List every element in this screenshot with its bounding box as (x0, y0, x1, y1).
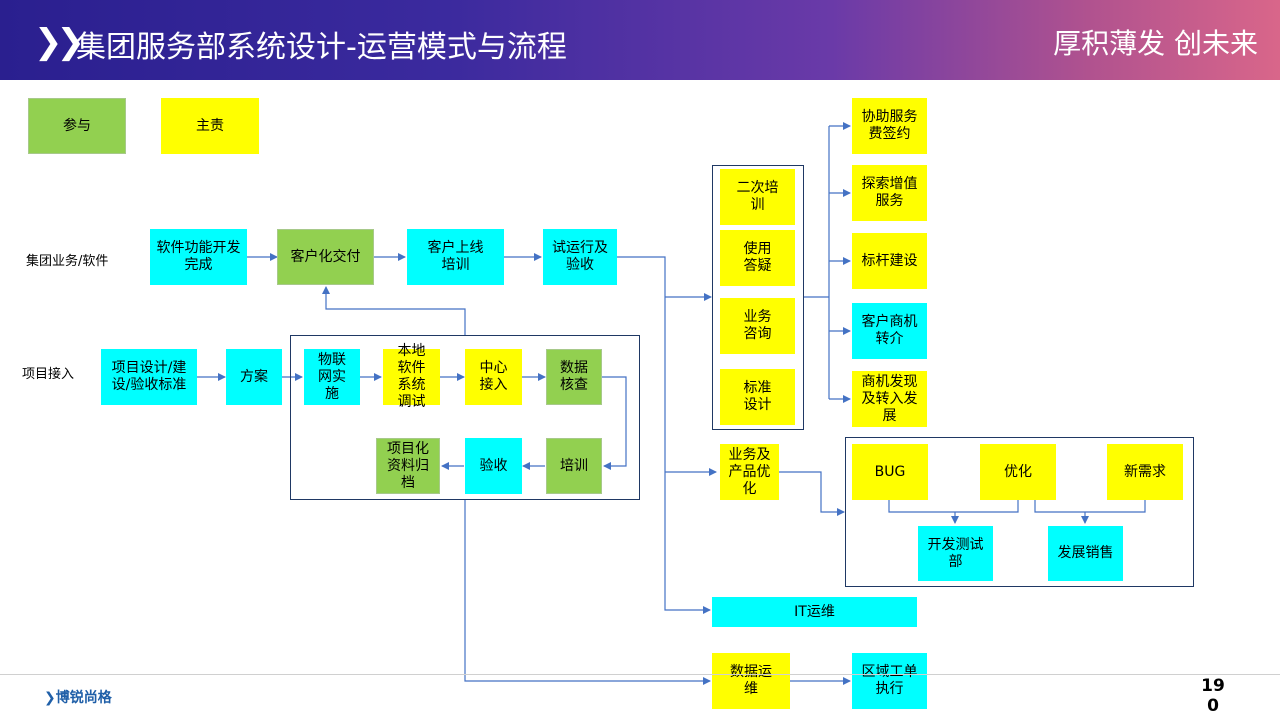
node-optimize: 优化 (980, 444, 1056, 500)
node-custom-delivery: 客户化交付 (277, 229, 374, 285)
node-plan: 方案 (226, 349, 282, 405)
node-biz-consult: 业务咨询 (720, 298, 795, 354)
logo-mark-icon: ❯ (44, 690, 56, 706)
node-opportunity: 客户商机转介 (852, 303, 927, 359)
node-center-access: 中心接入 (465, 349, 522, 405)
node-soft-dev: 软件功能开发完成 (150, 229, 247, 285)
node-acceptance: 验收 (465, 438, 522, 494)
node-it-ops: IT运维 (712, 597, 917, 627)
legend-participate: 参与 (28, 98, 126, 154)
implementation-frame (290, 335, 640, 500)
node-biz-optimize: 业务及产品优化 (720, 444, 779, 500)
node-dev-test: 开发测试部 (918, 526, 993, 581)
node-local-debug: 本地软件系统调试 (383, 343, 440, 410)
legend-lead: 主责 (161, 98, 259, 154)
header-slogan: 厚积薄发 创未来 (1053, 27, 1258, 60)
row-label-group: 集团业务/软件 (26, 254, 109, 269)
node-data-ops: 数据运维 (712, 653, 790, 709)
node-data-check: 数据核查 (546, 349, 602, 405)
node-opp-develop: 商机发现及转入发展 (852, 371, 927, 427)
header-banner: ❯❯ 集团服务部系统设计-运营模式与流程 厚积薄发 创未来 (0, 0, 1280, 80)
footer-divider (0, 674, 1280, 675)
node-second-training: 二次培训 (720, 169, 795, 225)
node-dev-sales: 发展销售 (1048, 526, 1123, 581)
node-region-order: 区域工单执行 (852, 653, 927, 709)
node-assist-sign: 协助服务费签约 (852, 98, 927, 154)
node-benchmark: 标杆建设 (852, 233, 927, 289)
brand-chevron-icon: ❯❯ (34, 22, 85, 62)
node-iot: 物联网实施 (304, 349, 360, 405)
node-usage-qa: 使用答疑 (720, 230, 795, 286)
node-archive: 项目化资料归档 (376, 438, 440, 494)
node-value-add: 探索增值服务 (852, 165, 927, 221)
page-number: 190 (1201, 676, 1225, 716)
row-label-project: 项目接入 (22, 367, 75, 382)
footer-logo-text: 博锐尚格 (55, 690, 112, 706)
node-online-training: 客户上线培训 (407, 229, 504, 285)
optimization-frame (845, 437, 1194, 587)
node-bug: BUG (852, 444, 928, 500)
node-project-standard: 项目设计/建设/验收标准 (101, 349, 197, 405)
page-title: 集团服务部系统设计-运营模式与流程 (76, 30, 567, 65)
node-training: 培训 (546, 438, 602, 494)
node-trial-acceptance: 试运行及验收 (543, 229, 617, 285)
support-frame (712, 165, 804, 430)
node-new-req: 新需求 (1107, 444, 1183, 500)
node-std-design: 标准设计 (720, 369, 795, 425)
footer-logo: ❯博锐尚格 (44, 687, 112, 707)
